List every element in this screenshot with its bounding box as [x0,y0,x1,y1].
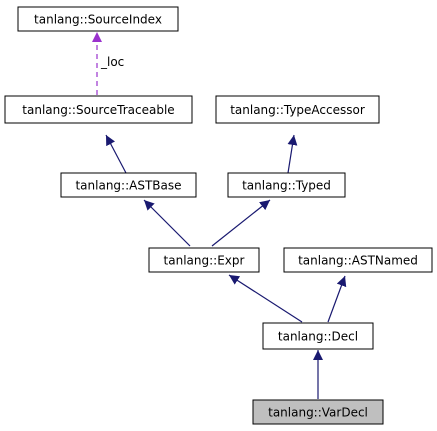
node-expr[interactable]: tanlang::Expr [148,247,260,273]
node-label: tanlang::Decl [278,330,358,344]
node-label: tanlang::TypeAccessor [230,103,365,117]
node-typed[interactable]: tanlang::Typed [227,172,346,198]
node-type-accessor[interactable]: tanlang::TypeAccessor [215,95,380,124]
edge-decl-to-ast-named [327,275,347,323]
node-ast-named[interactable]: tanlang::ASTNamed [283,247,433,273]
node-label: tanlang::SourceIndex [34,13,162,27]
edge-expr-to-typed [211,199,271,247]
edge-ast-base-to-source-traceable [105,134,127,174]
edge-expr-to-ast-base [143,199,191,247]
edges: _loc [92,32,347,399]
node-label: tanlang::VarDecl [268,406,368,420]
node-source-index[interactable]: tanlang::SourceIndex [17,6,179,32]
node-var-decl[interactable]: tanlang::VarDecl [252,399,384,425]
node-label: tanlang::ASTNamed [298,254,418,268]
edge-typed-to-type-accessor [287,134,298,174]
node-label: tanlang::Expr [164,254,245,268]
node-label: tanlang::Typed [242,179,331,193]
edge-label-loc: _loc [100,55,124,69]
nodes: tanlang::SourceIndex tanlang::SourceTrac… [4,6,433,425]
node-source-traceable[interactable]: tanlang::SourceTraceable [4,95,193,124]
node-label: tanlang::SourceTraceable [22,103,174,117]
edge-decl-to-expr [228,274,303,323]
node-ast-base[interactable]: tanlang::ASTBase [60,172,197,198]
node-decl[interactable]: tanlang::Decl [262,322,374,350]
node-label: tanlang::ASTBase [75,179,181,193]
